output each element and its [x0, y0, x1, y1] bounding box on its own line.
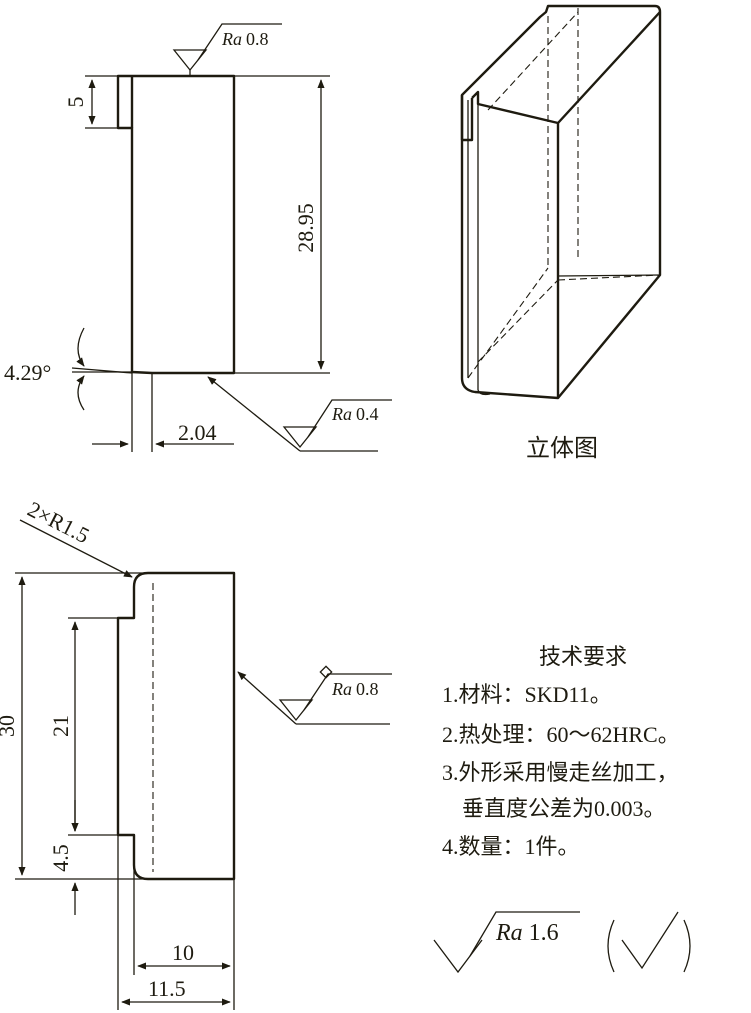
- dim-width-total: 11.5: [148, 976, 186, 1001]
- tech-req-item-3: 3.外形采用慢走丝加工，: [442, 760, 679, 785]
- dim-total-height: 30: [0, 715, 19, 737]
- dim-overall-height: 28.95: [293, 203, 318, 253]
- svg-text:Ra0.4: Ra0.4: [331, 404, 379, 424]
- iso-caption: 立体图: [526, 435, 598, 462]
- dim-low-step: 4.5: [48, 844, 73, 872]
- dim-width-inner: 10: [172, 940, 194, 965]
- tech-req-item-3b: 垂直度公差为0.003。: [462, 796, 666, 821]
- dim-fillet: 2×R1.5: [24, 496, 94, 548]
- side-view-outline: [116, 571, 236, 881]
- paren-right-icon: [683, 919, 691, 973]
- tech-req-item-4: 4.数量：1件。: [442, 834, 580, 859]
- tech-req-title: 技术要求: [539, 644, 627, 669]
- check-roughness-icon: [621, 911, 679, 970]
- dim-inner-height: 21: [48, 715, 73, 737]
- tech-req-item-1: 1.材料：SKD11。: [442, 682, 612, 707]
- front-view-outline: [116, 74, 236, 375]
- technical-requirements: 技术要求 1.材料：SKD11。 2.热处理：60～62HRC。 3.外形采用慢…: [442, 644, 680, 859]
- svg-text:Ra0.8: Ra0.8: [331, 679, 379, 699]
- isometric-view: 立体图: [460, 4, 662, 462]
- svg-text:Ra0.8: Ra0.8: [221, 29, 269, 49]
- iso-outline: [460, 4, 662, 400]
- dim-angle: 4.29°: [4, 360, 51, 385]
- dim-step-height: 5: [63, 97, 88, 108]
- dim-bottom-offset: 2.04: [178, 420, 217, 445]
- paren-left-icon: [607, 919, 615, 973]
- tech-req-item-2: 2.热处理：60～62HRC。: [442, 722, 680, 747]
- svg-text:Ra1.6: Ra1.6: [495, 920, 559, 946]
